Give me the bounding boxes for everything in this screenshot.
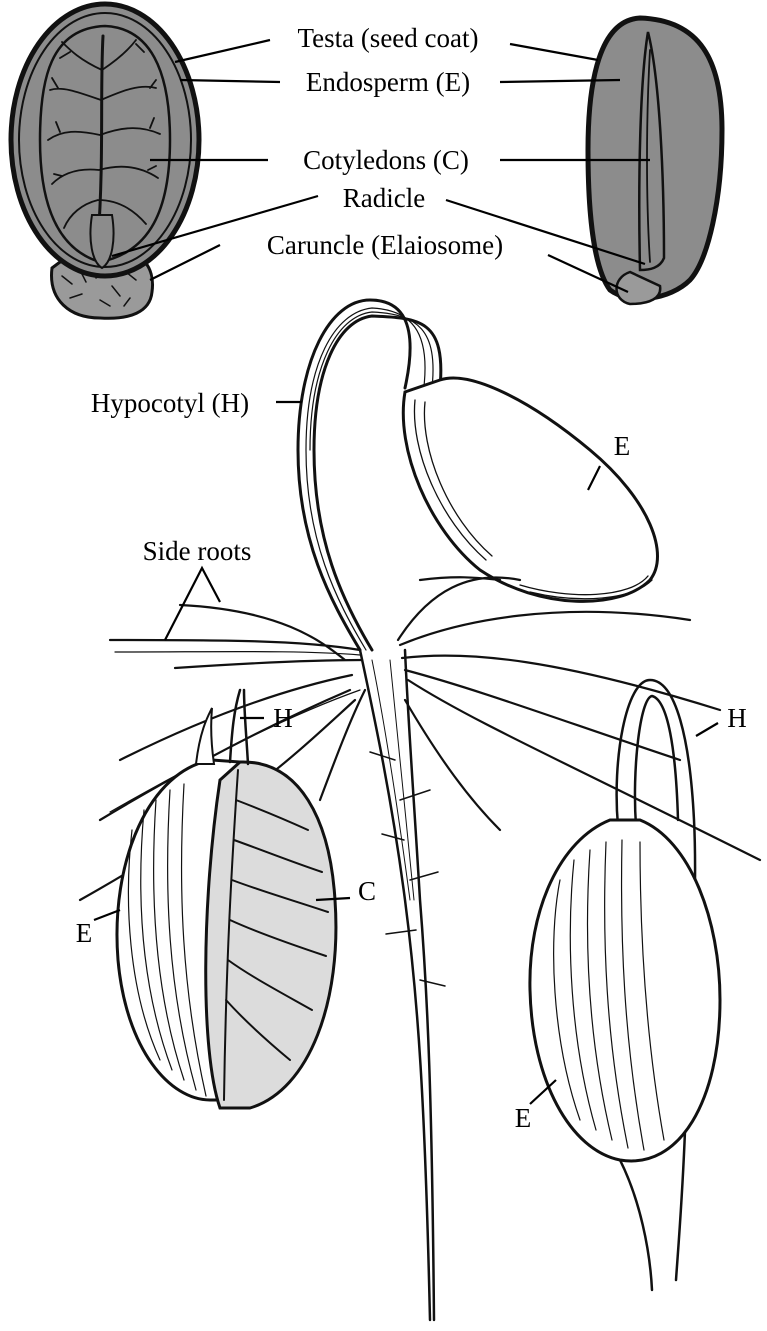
label-endosperm-bottom-left: E — [76, 918, 93, 948]
label-cotyledons: Cotyledons (C) — [303, 145, 469, 175]
label-seedling-endosperm: E — [614, 431, 631, 461]
label-hypocotyl: Hypocotyl (H) — [91, 388, 249, 418]
label-caruncle: Caruncle (Elaiosome) — [267, 230, 503, 260]
seedling-endosperm-shape — [403, 378, 657, 601]
label-radicle: Radicle — [343, 183, 425, 213]
seed-cotyledons-drawing — [117, 690, 336, 1108]
leader-endosperm-left — [180, 80, 280, 82]
label-hypocotyl-bottom-left: H — [273, 703, 293, 733]
label-endosperm: Endosperm (E) — [306, 67, 470, 97]
seed-round-drawing — [530, 680, 720, 1290]
label-endosperm-bottom-right: E — [515, 1103, 532, 1133]
leader-bottom-h-right — [696, 723, 718, 736]
label-hypocotyl-bottom-right: H — [727, 703, 747, 733]
label-testa: Testa (seed coat) — [297, 23, 478, 53]
seed-section-flat — [11, 4, 199, 318]
leader-side-roots — [165, 568, 220, 640]
label-cotyledon-bottom: C — [358, 876, 376, 906]
label-side-roots: Side roots — [143, 536, 252, 566]
leader-testa-right — [510, 44, 598, 60]
leader-testa-left — [175, 40, 270, 62]
